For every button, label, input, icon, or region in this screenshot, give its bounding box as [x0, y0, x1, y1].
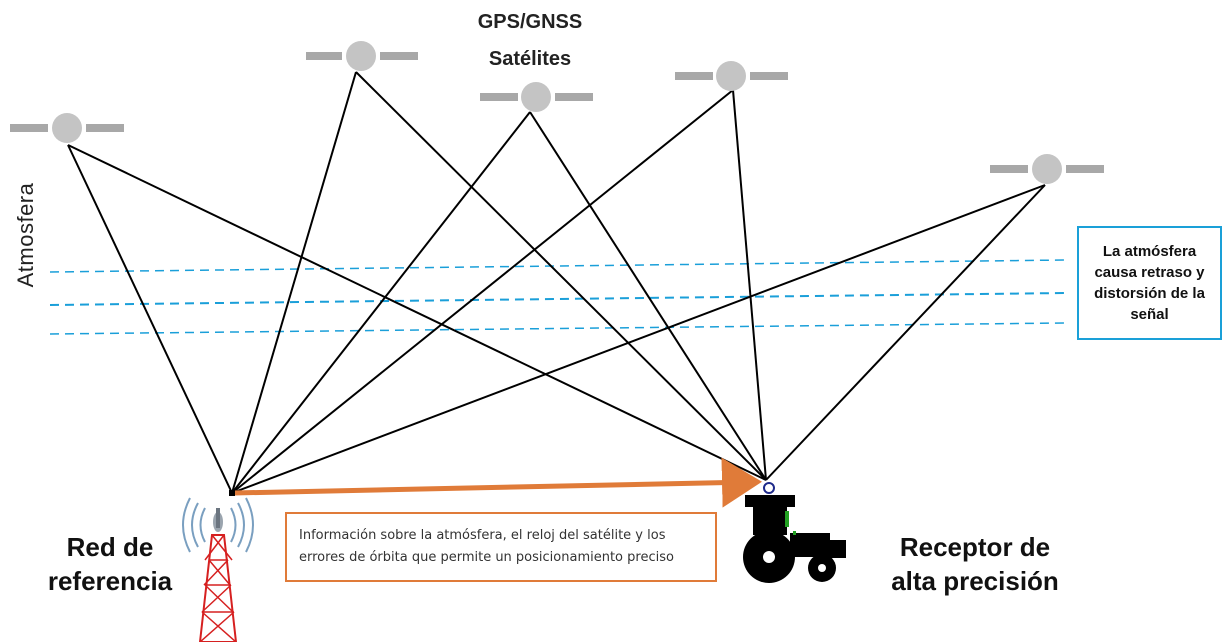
- signal-line: [231, 111, 531, 494]
- tractor-icon: [743, 482, 846, 583]
- correction-info-box: Información sobre la atmósfera, el reloj…: [285, 512, 717, 582]
- reference-node: [229, 490, 235, 496]
- atmosphere-dash-line: [49, 322, 1066, 335]
- reference-label: Red de referencia: [30, 530, 190, 598]
- atmosphere-dash-line: [49, 292, 1066, 306]
- atmosphere-layer: [49, 259, 1066, 335]
- atmosphere-callout: La atmósfera causa retraso y distorsión …: [1077, 226, 1222, 340]
- reference-label-line-1: Red de: [66, 532, 154, 562]
- correction-arrow: [233, 457, 762, 508]
- satellite-icon: [990, 154, 1104, 184]
- satellite-icon: [306, 41, 418, 71]
- signal-line: [67, 144, 233, 494]
- title-line-1: GPS/GNSS: [477, 11, 583, 33]
- signal-line: [231, 89, 734, 494]
- receiver-label-line-2: alta precisión: [891, 566, 1059, 596]
- atmosphere-label: Atmosfera: [13, 182, 38, 288]
- satellite-icon: [480, 82, 593, 112]
- correction-info-text: Información sobre la atmósfera, el reloj…: [299, 528, 674, 565]
- signal-line: [231, 184, 1046, 494]
- reference-label-line-2: referencia: [47, 566, 173, 596]
- atmosphere-dash-line: [49, 259, 1066, 273]
- radio-tower-icon: [182, 497, 254, 642]
- signal-line: [765, 184, 1046, 481]
- title-line-2: Satélites: [488, 48, 572, 70]
- signal-lines: [67, 71, 1046, 494]
- signal-line: [355, 71, 767, 481]
- satellite-icon: [10, 113, 124, 143]
- receiver-label-line-1: Receptor de: [899, 532, 1051, 562]
- signal-line: [231, 71, 357, 494]
- signal-line: [67, 144, 767, 481]
- satellite-icon: [675, 61, 788, 91]
- signal-line: [529, 111, 767, 481]
- signal-line: [732, 89, 767, 481]
- receiver-label: Receptor de alta precisión: [880, 530, 1070, 598]
- atmosphere-callout-text: La atmósfera causa retraso y distorsión …: [1094, 243, 1205, 323]
